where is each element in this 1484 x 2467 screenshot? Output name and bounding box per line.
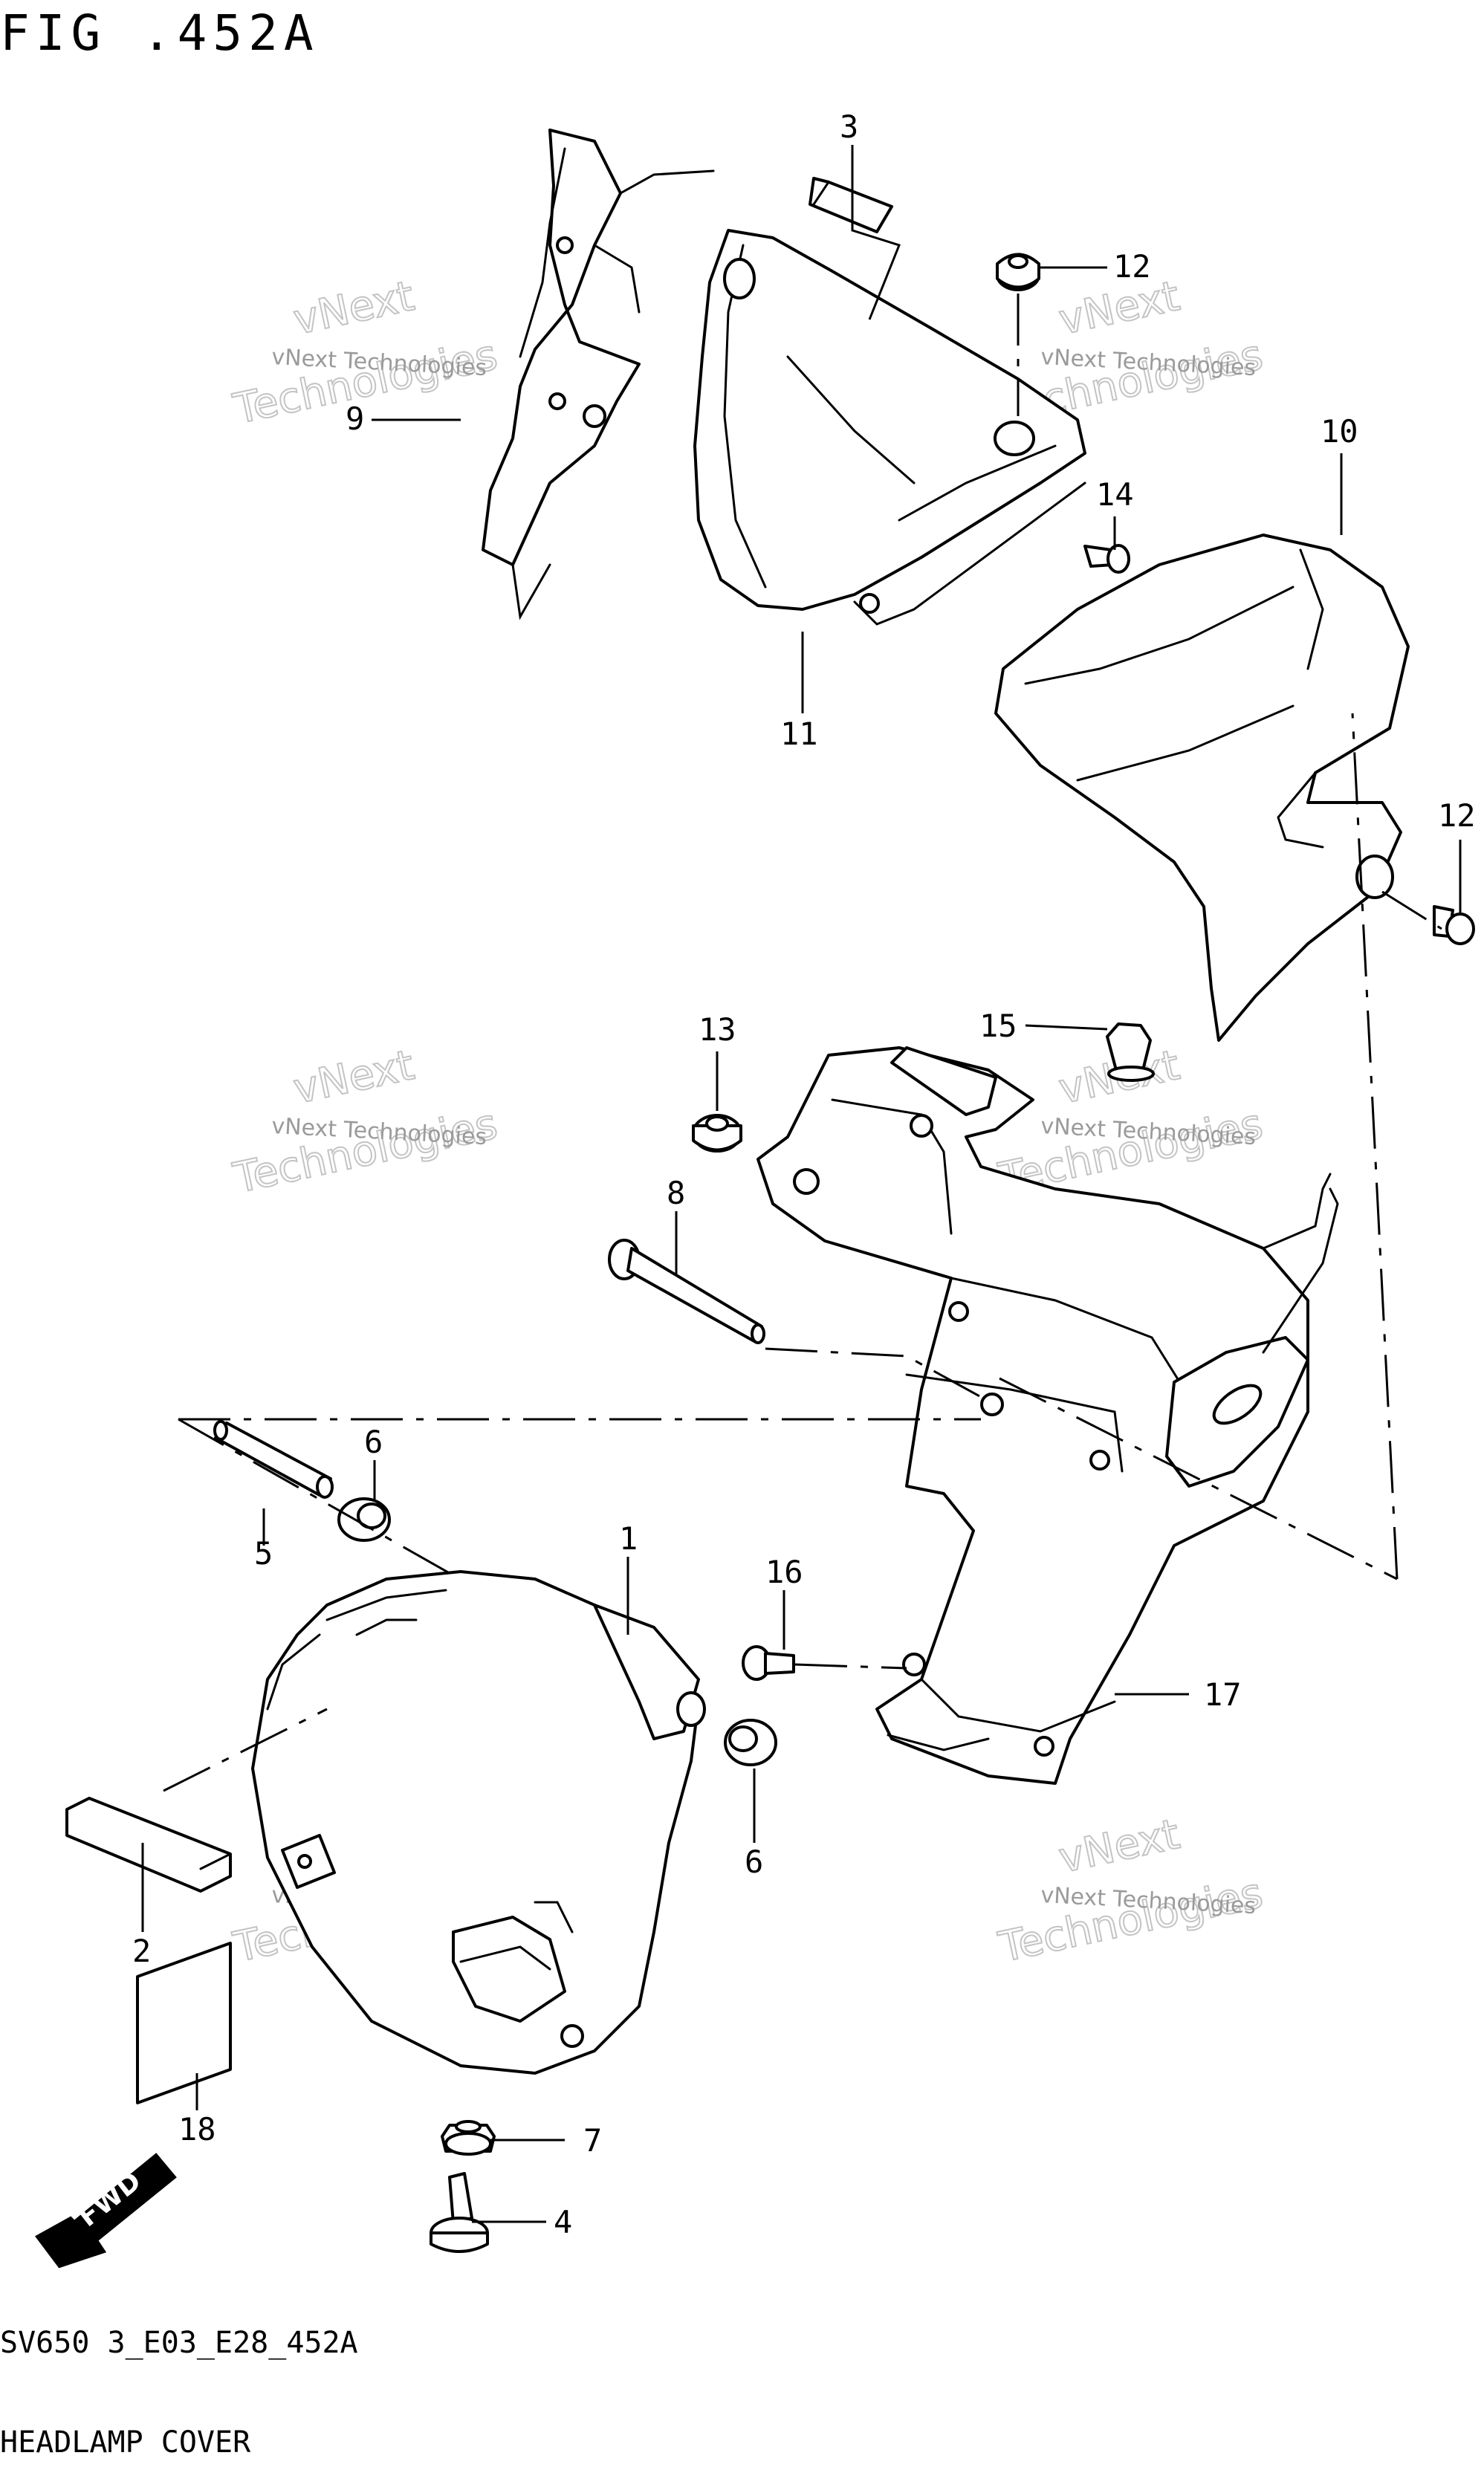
svg-text:Technologies: Technologies bbox=[229, 331, 501, 434]
part-16-headlamp-bracket bbox=[756, 1046, 1339, 1785]
callout-12-right: 12 bbox=[1438, 797, 1476, 834]
callout-10: 10 bbox=[1321, 413, 1358, 450]
callout-11: 11 bbox=[780, 716, 818, 752]
part-17-bolt bbox=[742, 1645, 795, 1681]
part-12-bolt-right bbox=[1433, 905, 1475, 945]
callout-9: 9 bbox=[346, 401, 364, 437]
watermark-middle-left: Technologies vNext vNext Technologies bbox=[228, 1040, 502, 1204]
callout-14: 14 bbox=[1096, 476, 1134, 513]
part-6-grommet-lower bbox=[724, 1719, 777, 1766]
fwd-arrow-icon: FWD bbox=[35, 2153, 177, 2269]
svg-text:vNext: vNext bbox=[289, 1041, 418, 1114]
watermark-top-left: Technologies vNext vNext Technologies bbox=[228, 271, 502, 435]
part-7-grommet bbox=[441, 2120, 496, 2156]
part-8-long-bolt bbox=[608, 1239, 765, 1344]
part-9-side-bracket bbox=[482, 129, 715, 620]
callout-6-upper: 6 bbox=[364, 1424, 383, 1460]
part-3-pad bbox=[809, 177, 893, 233]
callout-16: 17 bbox=[1204, 1676, 1242, 1713]
part-13-grommet bbox=[692, 1114, 742, 1153]
part-15-clip bbox=[1106, 1022, 1155, 1082]
callout-13: 13 bbox=[699, 1011, 736, 1048]
callout-1: 1 bbox=[619, 1520, 638, 1557]
alignment-lines bbox=[163, 294, 1442, 1792]
callout-8: 8 bbox=[667, 1175, 685, 1211]
callout-5: 5 bbox=[254, 1535, 273, 1572]
svg-text:Technologies: Technologies bbox=[229, 1100, 501, 1203]
svg-text:vNext: vNext bbox=[1054, 1810, 1184, 1883]
callout-12-top: 12 bbox=[1113, 248, 1151, 285]
part-2-block bbox=[65, 1797, 232, 1893]
figure-name: HEADLAMP COVER bbox=[0, 2425, 251, 2460]
part-4-bolt bbox=[430, 2172, 489, 2253]
figure-code: SV650 3_E03_E28_452A bbox=[0, 2326, 358, 2360]
part-1-headlamp-housing bbox=[251, 1570, 706, 2075]
callout-7: 7 bbox=[583, 2122, 602, 2159]
callout-labels: 3 12 9 14 10 11 12 15 13 8 6 5 1 16 6 17… bbox=[132, 108, 1476, 2240]
callout-6-lower: 6 bbox=[745, 1844, 763, 1880]
part-11-headlamp-cover bbox=[693, 229, 1086, 626]
part-5-pin bbox=[213, 1420, 334, 1499]
part-18-label-plate bbox=[136, 1942, 232, 2104]
svg-text:Technologies: Technologies bbox=[994, 1869, 1266, 1972]
svg-text:vNext: vNext bbox=[289, 272, 418, 345]
part-10-lower-cowl bbox=[994, 534, 1410, 1042]
callout-3: 3 bbox=[840, 108, 858, 145]
watermark-bottom-right: Technologies vNext vNext Technologies bbox=[994, 1809, 1267, 1973]
callout-2: 2 bbox=[132, 1933, 151, 1969]
callout-18: 18 bbox=[178, 2111, 216, 2147]
callout-4: 4 bbox=[554, 2204, 572, 2240]
part-6-grommet-upper bbox=[337, 1497, 391, 1542]
part-14-screw bbox=[1083, 544, 1130, 574]
part-12-nut-top bbox=[996, 253, 1040, 291]
leader-lines bbox=[141, 145, 1462, 2223]
figure-title: FIG .452A bbox=[0, 4, 320, 62]
callout-17: 16 bbox=[765, 1554, 803, 1590]
callout-15: 15 bbox=[979, 1008, 1017, 1044]
